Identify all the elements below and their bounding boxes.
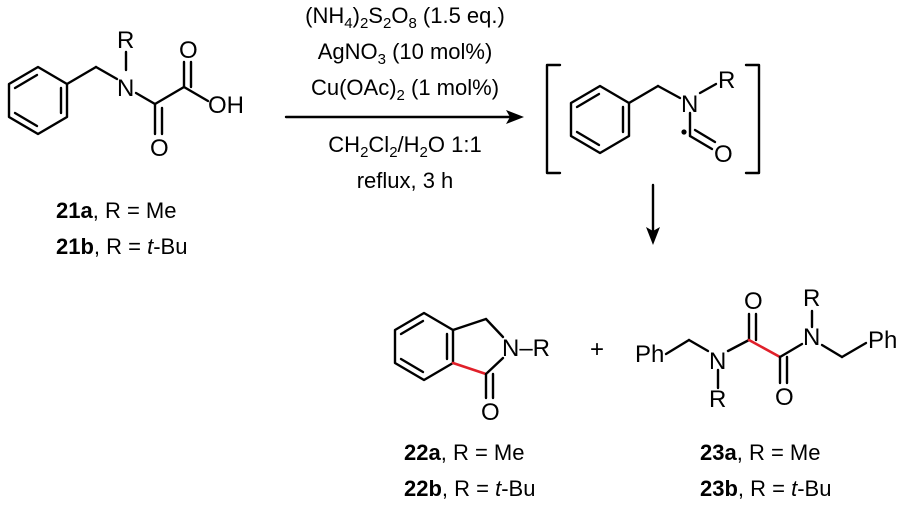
benzene-ring-21	[7, 65, 69, 136]
atom-o: O	[714, 141, 733, 168]
atom-o: O	[481, 399, 500, 426]
new-cc-bond	[451, 361, 488, 376]
starting-material-21: N R O O OH	[7, 27, 244, 162]
new-cc-bond	[747, 338, 782, 359]
compound-label-21a: 21a, R = Me	[56, 198, 176, 223]
benzyl-chain	[65, 65, 98, 86]
intermediate-carbamoyl-radical: N R O	[545, 63, 761, 175]
atom-n: N	[117, 75, 134, 102]
atom-ph: Ph	[635, 341, 664, 368]
aromatic-double-bond	[399, 357, 425, 374]
condition-time: reflux, 3 h	[357, 168, 454, 193]
product-22-isoindolinone: N–R O	[393, 311, 550, 426]
aromatic-double-bond	[575, 130, 601, 147]
condition-agno3: AgNO3 (10 mol%)	[318, 39, 493, 68]
ring-ch2-bond	[451, 317, 488, 332]
reaction-arrow	[284, 110, 524, 124]
n-ch2-bond	[820, 343, 844, 359]
atom-oh: OH	[208, 92, 244, 119]
c-c-bond	[153, 85, 186, 106]
compound-label-23a: 23a, R = Me	[700, 440, 820, 465]
down-arrow	[646, 183, 660, 245]
n-co-bond	[134, 91, 157, 106]
condition-persulfate: (NH4)2S2O8 (1.5 eq.)	[305, 3, 505, 32]
c-o-bond	[688, 134, 714, 151]
c-o-double	[693, 128, 717, 144]
n-co-bond	[484, 356, 505, 376]
atom-nr: N–R	[502, 335, 550, 362]
ch2-n-bond	[687, 338, 710, 353]
ring-ch2-bond	[627, 84, 660, 105]
condition-cuoac: Cu(OAc)2 (1 mol%)	[311, 75, 499, 104]
atom-o: O	[775, 384, 794, 411]
ch2-n-bond	[484, 317, 505, 339]
atom-n: N	[681, 91, 698, 118]
atom-n: N	[803, 324, 820, 351]
ch2-ph-bond	[840, 341, 868, 359]
c-n-bond	[778, 342, 804, 359]
right-bracket	[744, 63, 761, 175]
compound-label-22b: 22b, R = t-Bu	[404, 476, 535, 501]
compound-label-23b: 23b, R = t-Bu	[700, 476, 831, 501]
atom-o: O	[179, 37, 198, 64]
ch2-n-bond	[94, 65, 119, 81]
compound-label-22a: 22a, R = Me	[404, 440, 524, 465]
product-23-oxamide: Ph N R O O N R Ph	[635, 285, 897, 413]
n-co-bond	[726, 338, 751, 353]
aromatic-double-bond	[575, 92, 601, 109]
benzene-ring-int	[569, 84, 631, 155]
benzene-ring-22	[393, 311, 455, 382]
radical-dot	[681, 129, 687, 135]
aromatic-double-bond	[13, 111, 39, 128]
atom-n: N	[709, 348, 726, 375]
atom-r: R	[117, 27, 134, 54]
aromatic-double-bond	[13, 73, 39, 90]
left-bracket	[545, 63, 562, 175]
atom-o: O	[744, 288, 763, 315]
c-oh-bond	[182, 85, 210, 103]
atom-ph: Ph	[868, 327, 897, 354]
ch2-n-bond	[656, 84, 682, 100]
atom-r: R	[718, 67, 735, 94]
ph-ch2-bond	[664, 338, 691, 356]
compound-label-21b: 21b, R = t-Bu	[56, 234, 187, 259]
atom-r: R	[803, 285, 820, 312]
atom-o: O	[150, 135, 169, 162]
plus-sign: +	[590, 336, 604, 363]
n-r-bond	[698, 82, 718, 95]
aromatic-double-bond	[399, 319, 425, 336]
condition-solvent: CH2Cl2/H2O 1:1	[328, 132, 481, 161]
atom-r: R	[709, 386, 726, 413]
